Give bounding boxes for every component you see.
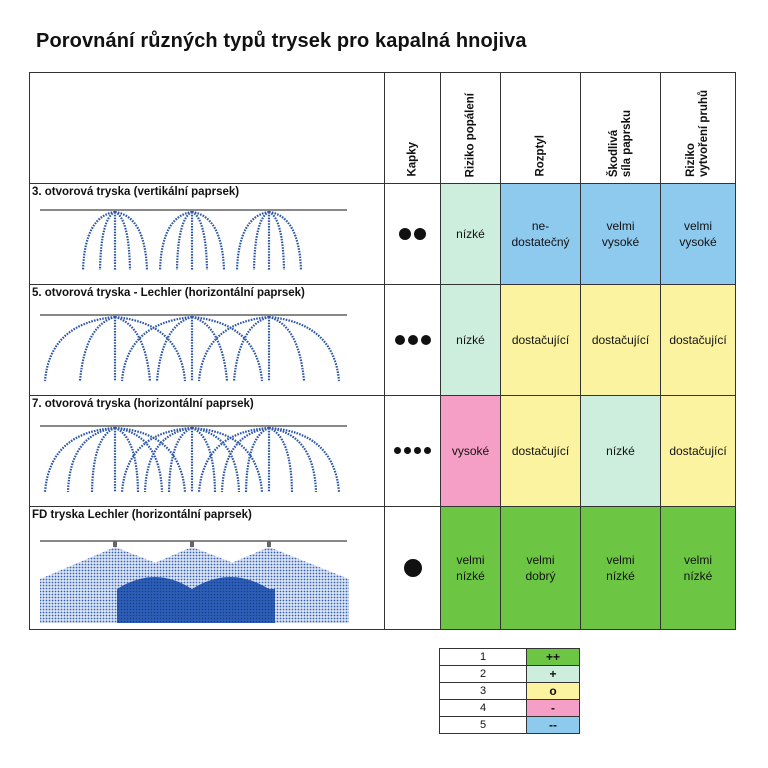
legend-row: 4- xyxy=(439,699,580,717)
drops-indicator xyxy=(393,331,432,348)
rating-cell-riziko-pruhu: velmi nízké xyxy=(660,506,736,630)
page-title: Porovnání různých typů trysek pro kapaln… xyxy=(36,30,527,52)
rating-cell-riziko-popaleni: nízké xyxy=(440,183,501,285)
legend-symbol: o xyxy=(526,682,580,700)
table-row: FD tryska Lechler (horizontální paprsek) xyxy=(29,506,736,630)
header-riziko-pruhu: Riziko vytvoření pruhů xyxy=(660,72,736,184)
legend-number: 2 xyxy=(439,665,527,683)
drop-dot xyxy=(403,558,422,577)
spray-diagram-7-hole xyxy=(40,425,347,493)
legend-row: 5-- xyxy=(439,716,580,734)
nozzle-cell: 7. otvorová tryska (horizontální paprsek… xyxy=(29,395,385,507)
rating-cell-skodliva-sila: velmi vysoké xyxy=(580,183,661,285)
legend-number: 3 xyxy=(439,682,527,700)
spray-diagram-fd xyxy=(40,540,349,623)
rating-cell-riziko-pruhu: dostačující xyxy=(660,395,736,507)
legend-number: 4 xyxy=(439,699,527,717)
rating-cell-riziko-popaleni: vysoké xyxy=(440,395,501,507)
drops-indicator xyxy=(398,225,428,242)
nozzle-name: FD tryska Lechler (horizontální paprsek) xyxy=(32,509,252,521)
header-rozptyl: Rozptyl xyxy=(500,72,581,184)
table-row: 3. otvorová tryska (vertikální paprsek) xyxy=(29,183,736,285)
spray-diagram-5-hole xyxy=(40,314,347,382)
table-row: 7. otvorová tryska (horizontální paprsek… xyxy=(29,395,736,507)
drops-indicator xyxy=(402,558,423,577)
drop-dot xyxy=(404,447,411,455)
drop-dot xyxy=(420,334,431,345)
header-corner xyxy=(29,72,385,184)
drop-dot xyxy=(394,334,405,345)
drop-dot xyxy=(424,447,431,455)
header-skodliva-sila: Škodlivá síla paprsku xyxy=(580,72,661,184)
rating-cell-rozptyl: dostačující xyxy=(500,395,581,507)
rating-cell-riziko-popaleni: nízké xyxy=(440,284,501,396)
header-row: Kapky Riziko popálení Rozptyl Škodlivá s… xyxy=(29,72,736,184)
nozzle-cell: FD tryska Lechler (horizontální paprsek) xyxy=(29,506,385,630)
table-row: 5. otvorová tryska - Lechler (horizontál… xyxy=(29,284,736,396)
drop-dot xyxy=(414,227,426,240)
rating-cell-rozptyl: velmi dobrý xyxy=(500,506,581,630)
drop-dot xyxy=(407,334,418,345)
nozzle-name: 7. otvorová tryska (horizontální paprsek… xyxy=(32,398,254,410)
header-riziko-popaleni: Riziko popálení xyxy=(440,72,501,184)
drop-dot xyxy=(399,227,411,240)
rating-cell-rozptyl: dostačující xyxy=(500,284,581,396)
drops-cell xyxy=(384,395,441,507)
drops-cell xyxy=(384,506,441,630)
nozzle-cell: 5. otvorová tryska - Lechler (horizontál… xyxy=(29,284,385,396)
legend-number: 5 xyxy=(439,716,527,734)
legend-symbol: + xyxy=(526,665,580,683)
legend-symbol: -- xyxy=(526,716,580,734)
rating-cell-skodliva-sila: nízké xyxy=(580,395,661,507)
rating-cell-skodliva-sila: velmi nízké xyxy=(580,506,661,630)
rating-cell-skodliva-sila: dostačující xyxy=(580,284,661,396)
drop-dot xyxy=(394,447,401,455)
drops-indicator xyxy=(393,442,433,459)
nozzle-cell: 3. otvorová tryska (vertikální paprsek) xyxy=(29,183,385,285)
legend-symbol: - xyxy=(526,699,580,717)
drops-cell xyxy=(384,183,441,285)
rating-cell-rozptyl: ne- dostatečný xyxy=(500,183,581,285)
drops-cell xyxy=(384,284,441,396)
rating-cell-riziko-pruhu: dostačující xyxy=(660,284,736,396)
legend-symbol: ++ xyxy=(526,648,580,666)
header-kapky: Kapky xyxy=(384,72,441,184)
rating-cell-riziko-pruhu: velmi vysoké xyxy=(660,183,736,285)
rating-cell-riziko-popaleni: velmi nízké xyxy=(440,506,501,630)
nozzle-name: 5. otvorová tryska - Lechler (horizontál… xyxy=(32,287,305,299)
spray-diagram-3-hole xyxy=(40,209,347,271)
comparison-table: Kapky Riziko popálení Rozptyl Škodlivá s… xyxy=(29,72,736,630)
legend-row: 2+ xyxy=(439,665,580,683)
nozzle-name: 3. otvorová tryska (vertikální paprsek) xyxy=(32,186,240,198)
drop-dot xyxy=(414,447,421,455)
legend-row: 1++ xyxy=(439,648,580,666)
legend-number: 1 xyxy=(439,648,527,666)
